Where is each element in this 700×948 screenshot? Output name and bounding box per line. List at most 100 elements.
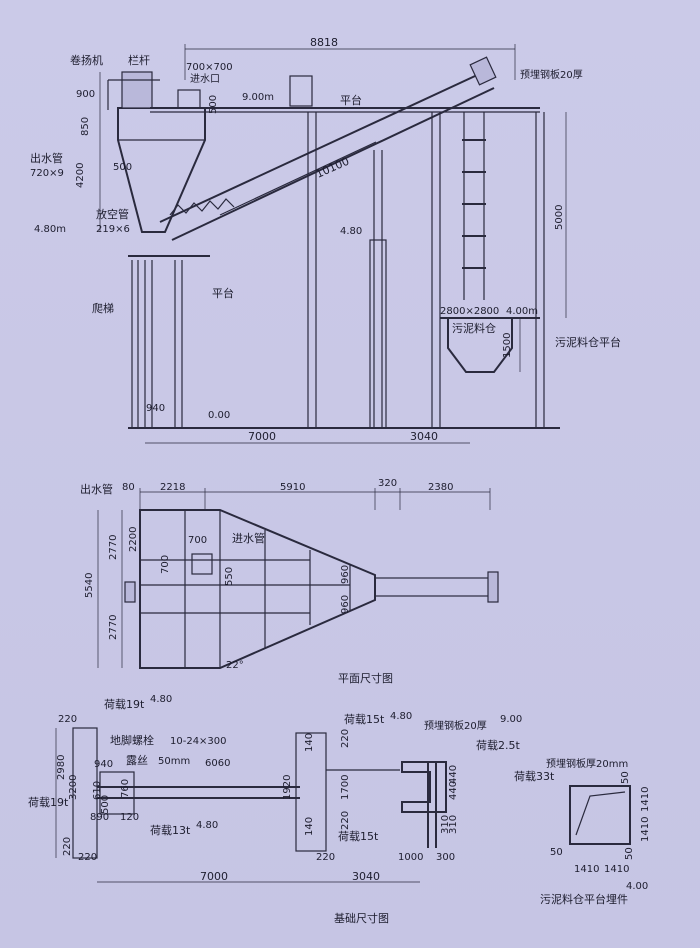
fd-box-dim-50-left: 50	[550, 847, 563, 858]
fd-dim-310-a: 310	[440, 815, 451, 834]
foundation-view: 220 2980 3200 610 500 760 120 890 220 22…	[28, 694, 651, 925]
fd-load-33t: 荷载33t	[514, 770, 555, 783]
plan-dim-960-a: 960	[340, 565, 351, 584]
support-columns	[144, 112, 545, 428]
label-drain-size: 219×6	[96, 224, 130, 235]
fd-load-15t-bottom: 荷载15t	[338, 830, 379, 843]
elevation-view: 8818 10100	[30, 36, 621, 444]
screw-flight	[169, 198, 235, 216]
chute-rungs	[462, 139, 486, 269]
fd-dim-440-b: 440	[448, 781, 459, 800]
plan-dim-80: 80	[122, 482, 135, 493]
plan-label-inlet: 进水管	[232, 531, 265, 545]
fd-dim-220-mid-bottom: 220	[340, 811, 351, 830]
fd-level-480-a: 4.80	[150, 694, 172, 705]
label-lower-platform: 平台	[212, 286, 234, 300]
drive-motor	[469, 56, 497, 86]
foundation-left-pad	[99, 771, 135, 815]
label-inlet: 进水口	[190, 73, 220, 85]
fd-dim-220-top: 220	[58, 714, 77, 725]
label-outlet-size: 720×9	[30, 168, 64, 179]
fd-dim-220-mid-top: 220	[340, 729, 351, 748]
plan-dim-320: 320	[378, 478, 397, 489]
fd-dim-220-mid: 220	[62, 837, 73, 856]
fd-load-19t-bottom: 荷载19t	[28, 796, 69, 809]
dim-10100: 10100	[314, 155, 351, 181]
plan-label-outlet: 出水管	[80, 482, 113, 496]
dim-940: 940	[146, 403, 165, 414]
fd-dim-6060: 6060	[205, 758, 230, 769]
label-outlet: 出水管	[30, 151, 63, 165]
plan-dim-960-b: 960	[340, 595, 351, 614]
fd-box-dim-50-top: 50	[620, 771, 631, 784]
plan-dim-5910: 5910	[280, 482, 305, 493]
plan-view: 80 2218 5910 320 2380 出水管 5540 2770 2770	[80, 478, 499, 685]
dim-5000: 5000	[554, 205, 565, 230]
plan-dim-700-h: 700	[188, 535, 207, 546]
label-drain: 放空管	[96, 207, 129, 221]
fd-dim-1000: 1000	[398, 852, 423, 863]
plan-title: 平面尺寸图	[338, 671, 393, 685]
foundation-left-column	[72, 727, 98, 859]
ladder	[131, 260, 139, 428]
plan-screw-shaft	[374, 577, 491, 597]
dim-3040: 3040	[410, 430, 438, 443]
fd-dim-3040: 3040	[352, 870, 380, 883]
fd-dim-7000: 7000	[200, 870, 228, 883]
screw-conveyor-top	[159, 69, 489, 223]
bin-embed-plate	[569, 785, 631, 845]
foundation-mid-block	[295, 732, 327, 852]
foundation-right-block	[401, 761, 447, 813]
plan-dim-2200: 2200	[128, 527, 139, 552]
fd-dim-1920: 1920	[282, 775, 293, 800]
level-mid: 4.80	[340, 226, 362, 237]
fd-embed-plate: 预埋钢板20厚	[424, 719, 487, 732]
label-platform: 平台	[340, 93, 362, 107]
fd-box-dim-1410-a: 1410	[640, 787, 651, 812]
fd-dim-140-bottom: 140	[304, 817, 315, 836]
label-platform-level: 9.00m	[242, 92, 274, 103]
fd-dim-440-a: 440	[448, 765, 459, 784]
dim-900: 900	[76, 89, 95, 100]
foundation-title: 基础尺寸图	[334, 911, 389, 925]
fd-level-480-b: 4.80	[196, 820, 218, 831]
dim-7000: 7000	[248, 430, 276, 443]
level-left: 4.80m	[34, 224, 66, 235]
plan-dim-2770-bottom: 2770	[108, 615, 119, 640]
plan-dim-700-v: 700	[160, 555, 171, 574]
fd-level-480-c: 4.80	[390, 711, 412, 722]
fd-dim-760: 760	[120, 779, 131, 798]
fd-exposed-label: 露丝	[126, 754, 148, 767]
label-bin: 污泥料仓	[452, 321, 496, 335]
fd-dim-3200: 3200	[68, 775, 79, 800]
fd-dim-220-mid-base: 220	[316, 852, 335, 863]
dim-850: 850	[80, 117, 91, 136]
label-bin-size: 2800×2800	[440, 306, 499, 317]
label-inlet-size: 700×700	[186, 62, 233, 73]
label-bin-platform: 污泥料仓平台	[555, 335, 621, 349]
plan-dim-2218: 2218	[160, 482, 185, 493]
fd-dim-300: 300	[436, 852, 455, 863]
fd-box-dim-1410-c: 1410	[574, 864, 599, 875]
label-ladder: 爬梯	[92, 302, 114, 315]
dim-4200: 4200	[75, 163, 86, 188]
plan-grid	[140, 510, 351, 668]
level-ground: 0.00	[208, 410, 230, 421]
fd-load-19t-top: 荷载19t	[104, 698, 145, 711]
fd-box-dim-50-right: 50	[624, 847, 635, 860]
fd-dim-940: 940	[94, 759, 113, 770]
plan-dim-5540: 5540	[84, 573, 95, 598]
plan-angle: 22°	[226, 660, 244, 671]
fd-dim-890: 890	[90, 812, 109, 823]
fd-dim-120: 120	[120, 812, 139, 823]
fd-bin-embed-label: 污泥料仓平台埋件	[540, 892, 628, 906]
dim-500-h: 500	[113, 162, 132, 173]
dim-8818: 8818	[310, 36, 338, 49]
fd-load-25t: 荷载2.5t	[476, 739, 520, 752]
platform-box	[289, 75, 313, 107]
plan-inlet	[191, 553, 213, 575]
fd-level-400: 4.00	[626, 881, 648, 892]
level-bin: 4.00m	[506, 306, 538, 317]
